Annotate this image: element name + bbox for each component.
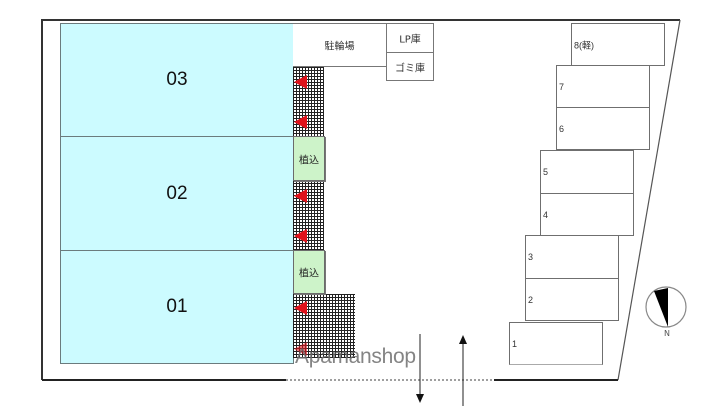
garbage-storage: ゴミ庫	[386, 52, 434, 81]
lp-storage: LP庫	[386, 23, 434, 53]
entrance-arrow-icon	[294, 229, 307, 243]
unit-03-label: 03	[166, 69, 188, 90]
parking-space-4: 4	[540, 193, 634, 236]
compass-icon	[645, 286, 687, 328]
parking-space-8: 8(軽)	[571, 23, 665, 66]
parking-space-4-label: 4	[543, 209, 549, 220]
unit-03: 03	[60, 23, 294, 137]
lp-storage-label: LP庫	[399, 34, 421, 46]
parking-space-3: 3	[525, 235, 619, 279]
entrance-arrow-icon	[294, 189, 307, 203]
entrance-arrow-icon	[294, 342, 307, 356]
arrow-up-icon	[459, 335, 467, 406]
bicycle-parking: 駐輪場	[293, 23, 387, 67]
watermark: Apamanshop	[295, 345, 416, 368]
unit-02: 02	[60, 136, 294, 251]
entrance-direction-arrows	[416, 334, 467, 406]
unit-02-label: 02	[166, 182, 188, 204]
parking-space-5-label: 5	[543, 167, 549, 177]
compass-north-label: N	[664, 329, 670, 338]
parking-space-2-label: 2	[528, 294, 534, 305]
arrow-down-icon	[416, 334, 424, 403]
entrance-arrow-icon	[294, 301, 307, 315]
parking-space-1: 1	[509, 322, 603, 365]
parking-space-5: 5	[540, 150, 634, 194]
parking-space-3-label: 3	[528, 252, 534, 262]
parking-space-2: 2	[525, 278, 619, 321]
parking-space-8-label: 8(軽)	[574, 40, 594, 50]
planting-area-1-label: 植込	[299, 155, 319, 166]
unit-01-label: 01	[166, 296, 188, 317]
entrance-arrow-icon	[294, 75, 307, 89]
garbage-storage-label: ゴミ庫	[395, 63, 425, 74]
unit-01: 01	[60, 250, 294, 364]
parking-space-6: 6	[556, 107, 650, 150]
parking-space-6-label: 6	[559, 123, 565, 134]
planting-area-2: 植込	[293, 250, 325, 294]
planting-area-1: 植込	[293, 136, 325, 181]
parking-space-7-label: 7	[559, 81, 565, 92]
parking-space-7: 7	[556, 65, 650, 108]
planting-area-2-label: 植込	[299, 268, 319, 280]
parking-space-1-label: 1	[512, 338, 518, 349]
entrance-arrow-icon	[294, 115, 307, 129]
bicycle-parking-label: 駐輪場	[324, 41, 355, 53]
